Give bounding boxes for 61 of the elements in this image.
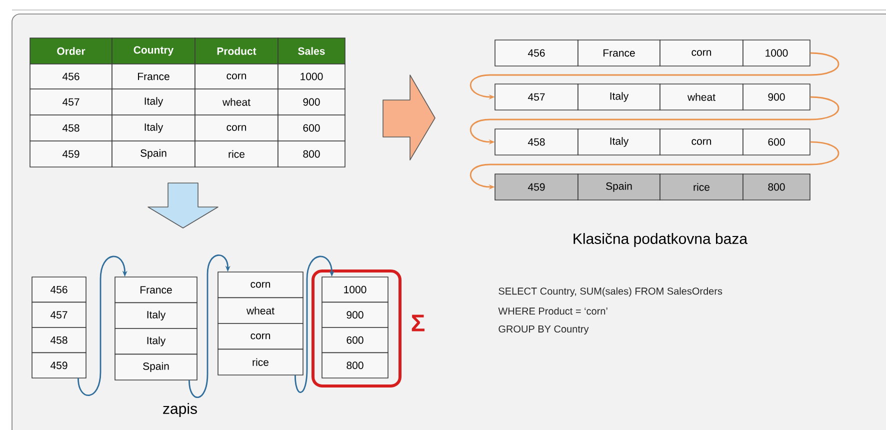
table-cell: 457	[32, 302, 86, 328]
table-cell: 456	[30, 64, 112, 90]
table-cell: 459	[32, 352, 86, 378]
header-cell: Order	[30, 38, 112, 64]
table-cell: 458	[32, 327, 86, 354]
table-cell: corn	[660, 40, 744, 66]
header-cell: Product	[194, 38, 278, 64]
table-cell: 600	[742, 128, 810, 156]
table-cell: corn	[660, 128, 744, 156]
table-cell: 800	[742, 174, 810, 200]
table-cell: 456	[494, 40, 578, 66]
caption-text: Klasična podatkovna baza	[574, 232, 748, 247]
table-cell: wheat	[660, 84, 744, 110]
table-cell: Spain	[114, 354, 198, 380]
table-cell: 900	[742, 84, 810, 110]
table-cell: France	[578, 40, 660, 66]
table-cell: 900	[322, 302, 388, 328]
sigma-symbol: Σ	[412, 314, 424, 332]
table-cell: Spain	[578, 174, 660, 200]
header-cell: Sales	[278, 38, 346, 64]
table-cell: 600	[278, 114, 346, 142]
table-cell: 800	[278, 140, 346, 168]
table-cell: corn	[218, 323, 304, 350]
table-cell: 1000	[742, 40, 810, 66]
table-cell: 600	[322, 327, 388, 354]
table-cell: Italy	[112, 88, 196, 116]
table-cell: wheat	[194, 88, 278, 116]
table-cell: 459	[494, 174, 578, 200]
table-cell: rice	[194, 140, 278, 168]
table-cell: Spain	[112, 140, 196, 168]
table-cell: 800	[322, 352, 388, 378]
table-cell: Italy	[578, 128, 660, 156]
table-cell: 456	[32, 276, 86, 303]
table-cell: rice	[218, 348, 304, 376]
table-cell: wheat	[218, 297, 304, 324]
arrow	[294, 256, 334, 393]
table-cell: 459	[30, 140, 112, 168]
table-cell: 458	[30, 114, 112, 142]
table-cell: France	[112, 64, 196, 90]
table-cell: 1000	[322, 276, 388, 303]
table-cell: 900	[278, 88, 346, 116]
arrow	[78, 256, 128, 396]
table-cell: Italy	[578, 84, 660, 110]
table-cell: Italy	[114, 302, 198, 329]
table-cell: 458	[494, 128, 578, 156]
table-cell: 1000	[278, 64, 346, 90]
table-cell: 457	[494, 84, 578, 110]
query-text: GROUP BY Country	[498, 325, 589, 334]
table-cell: France	[114, 276, 198, 304]
table-cell: rice	[660, 174, 744, 200]
arrow	[188, 254, 230, 398]
table-cell: corn	[194, 114, 278, 142]
query-text: SELECT Country, SUM(sales) FROM SalesOrders	[498, 287, 722, 297]
table-cell: Italy	[114, 328, 198, 355]
table-cell: corn	[218, 272, 304, 298]
table-cell: 457	[30, 88, 112, 116]
table-cell: Italy	[112, 114, 196, 142]
query-text: WHERE Product = ‘corn’	[498, 307, 608, 315]
caption-text: zapis	[163, 403, 197, 417]
header-cell: Country	[112, 38, 196, 64]
table-cell: corn	[194, 64, 278, 90]
